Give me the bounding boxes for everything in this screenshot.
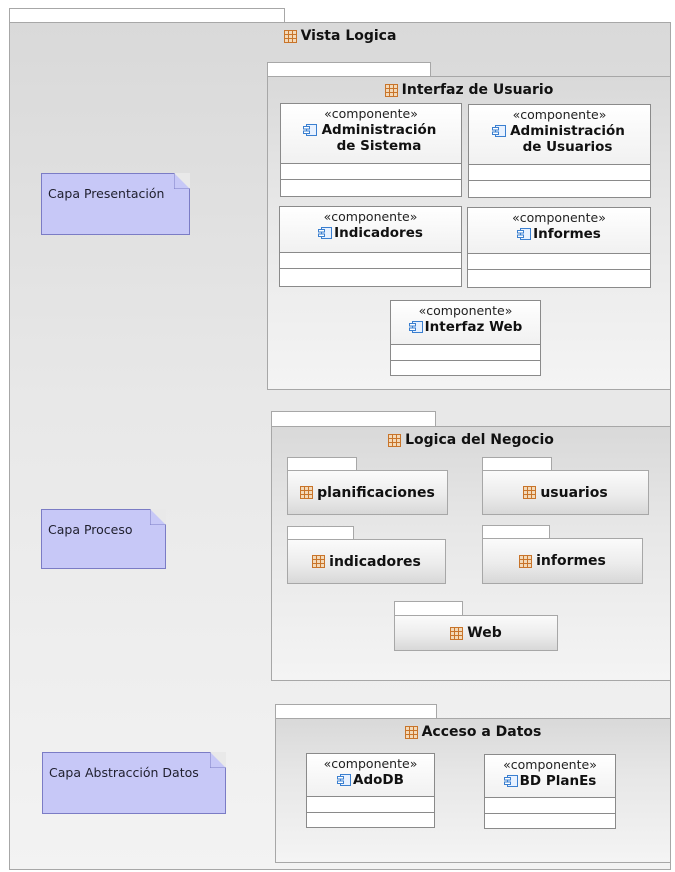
note-capa-proceso[interactable]: Capa Proceso — [41, 509, 166, 569]
component-stereotype: «componente» — [503, 757, 597, 772]
package-tab-interfaz-usuario — [267, 62, 431, 77]
root-package-label: Vista Logica — [300, 28, 397, 44]
component-administracion-sistema[interactable]: «componente» Administración de Sistema — [280, 103, 462, 197]
component-stereotype: «componente» — [323, 756, 418, 771]
component-header: «componente» Administración de Sistema — [281, 104, 461, 164]
package-icon — [300, 486, 313, 499]
component-compartment — [485, 798, 615, 814]
package-title-acceso-datos: Acceso a Datos — [276, 722, 670, 742]
package-icon — [388, 434, 401, 447]
package-title-logica-negocio: Logica del Negocio — [272, 430, 670, 450]
component-compartment — [307, 797, 434, 813]
component-interfaz-web[interactable]: «componente» Interfaz Web — [390, 300, 541, 376]
component-compartment — [281, 164, 461, 180]
note-text: Capa Proceso — [48, 522, 133, 537]
subpackage-tab — [394, 601, 463, 616]
note-capa-abstraccion-datos[interactable]: Capa Abstracción Datos — [42, 752, 226, 814]
package-label: Logica del Negocio — [405, 432, 554, 448]
subpackage-label: usuarios — [540, 484, 608, 501]
subpackage-usuarios[interactable]: usuarios — [482, 470, 649, 515]
component-stereotype: «componente» — [418, 303, 513, 318]
component-name-row: AdoDB — [337, 772, 404, 788]
note-fold-icon — [150, 509, 166, 525]
subpackage-tab — [287, 457, 357, 471]
component-stereotype: «componente» — [323, 209, 418, 224]
package-tab-logica-negocio — [271, 411, 436, 427]
component-header: «componente» Informes — [468, 208, 650, 254]
package-icon — [405, 726, 418, 739]
subpackage-label: indicadores — [329, 553, 421, 570]
component-bd-planes[interactable]: «componente» BD PlanEs — [484, 754, 616, 829]
component-icon — [492, 125, 506, 137]
component-stereotype: «componente» — [324, 106, 418, 121]
component-icon — [517, 228, 531, 240]
component-compartment — [469, 165, 650, 181]
package-icon — [450, 627, 463, 640]
component-name: Interfaz Web — [424, 319, 523, 335]
package-tab-acceso-datos — [275, 704, 437, 719]
subpackage-label: Web — [467, 625, 502, 641]
subpackage-label: informes — [536, 553, 606, 569]
package-icon — [312, 555, 325, 568]
component-adodb[interactable]: «componente» AdoDB — [306, 753, 435, 828]
subpackage-web[interactable]: Web — [394, 615, 558, 651]
component-name-row: Administración de Sistema — [303, 122, 439, 154]
note-text: Capa Abstracción Datos — [49, 765, 199, 780]
subpackage-informes[interactable]: informes — [482, 538, 643, 584]
component-icon — [409, 321, 423, 333]
subpackage-label: planificaciones — [317, 484, 435, 501]
component-name: Informes — [533, 226, 601, 242]
note-fold-icon — [174, 173, 190, 189]
component-name: Administración de Usuarios — [510, 123, 625, 155]
package-title-interfaz-usuario: Interfaz de Usuario — [268, 80, 670, 100]
component-name: BD PlanEs — [519, 773, 597, 789]
component-name: Administración de Sistema — [321, 122, 437, 154]
component-name: Indicadores — [334, 225, 423, 241]
subpackage-tab — [482, 525, 550, 539]
root-package-tab — [9, 8, 285, 23]
component-name-row: Indicadores — [318, 225, 423, 241]
component-header: «componente» Indicadores — [280, 207, 461, 253]
root-package-title: Vista Logica — [10, 26, 670, 46]
subpackage-planificaciones[interactable]: planificaciones — [287, 470, 448, 515]
subpackage-tab — [287, 526, 354, 540]
package-icon — [284, 30, 297, 43]
package-icon — [385, 84, 398, 97]
component-indicadores[interactable]: «componente» Indicadores — [279, 206, 462, 287]
component-name-row: BD PlanEs — [504, 773, 597, 789]
component-header: «componente» Interfaz Web — [391, 301, 540, 345]
note-capa-presentacion[interactable]: Capa Presentación — [41, 173, 190, 235]
component-name-row: Interfaz Web — [409, 319, 523, 335]
component-informes[interactable]: «componente» Informes — [467, 207, 651, 288]
package-icon — [519, 555, 532, 568]
package-label: Interfaz de Usuario — [401, 82, 554, 98]
component-stereotype: «componente» — [512, 107, 607, 122]
component-icon — [337, 774, 351, 786]
subpackage-indicadores[interactable]: indicadores — [287, 539, 446, 584]
note-text: Capa Presentación — [48, 186, 165, 201]
component-stereotype: «componente» — [512, 210, 606, 225]
component-header: «componente» BD PlanEs — [485, 755, 615, 798]
subpackage-tab — [482, 457, 552, 471]
component-header: «componente» Administración de Usuarios — [469, 105, 650, 165]
component-icon — [318, 227, 332, 239]
component-header: «componente» AdoDB — [307, 754, 434, 797]
component-compartment — [280, 253, 461, 269]
component-compartment — [468, 254, 650, 270]
component-compartment — [391, 345, 540, 361]
component-icon — [504, 775, 518, 787]
package-icon — [523, 486, 536, 499]
component-name: AdoDB — [353, 772, 404, 788]
component-name-row: Administración de Usuarios — [492, 123, 628, 155]
note-fold-icon — [210, 752, 226, 768]
package-label: Acceso a Datos — [421, 724, 542, 740]
component-icon — [303, 124, 317, 136]
component-name-row: Informes — [517, 226, 601, 242]
component-administracion-usuarios[interactable]: «componente» Administración de Usuarios — [468, 104, 651, 198]
